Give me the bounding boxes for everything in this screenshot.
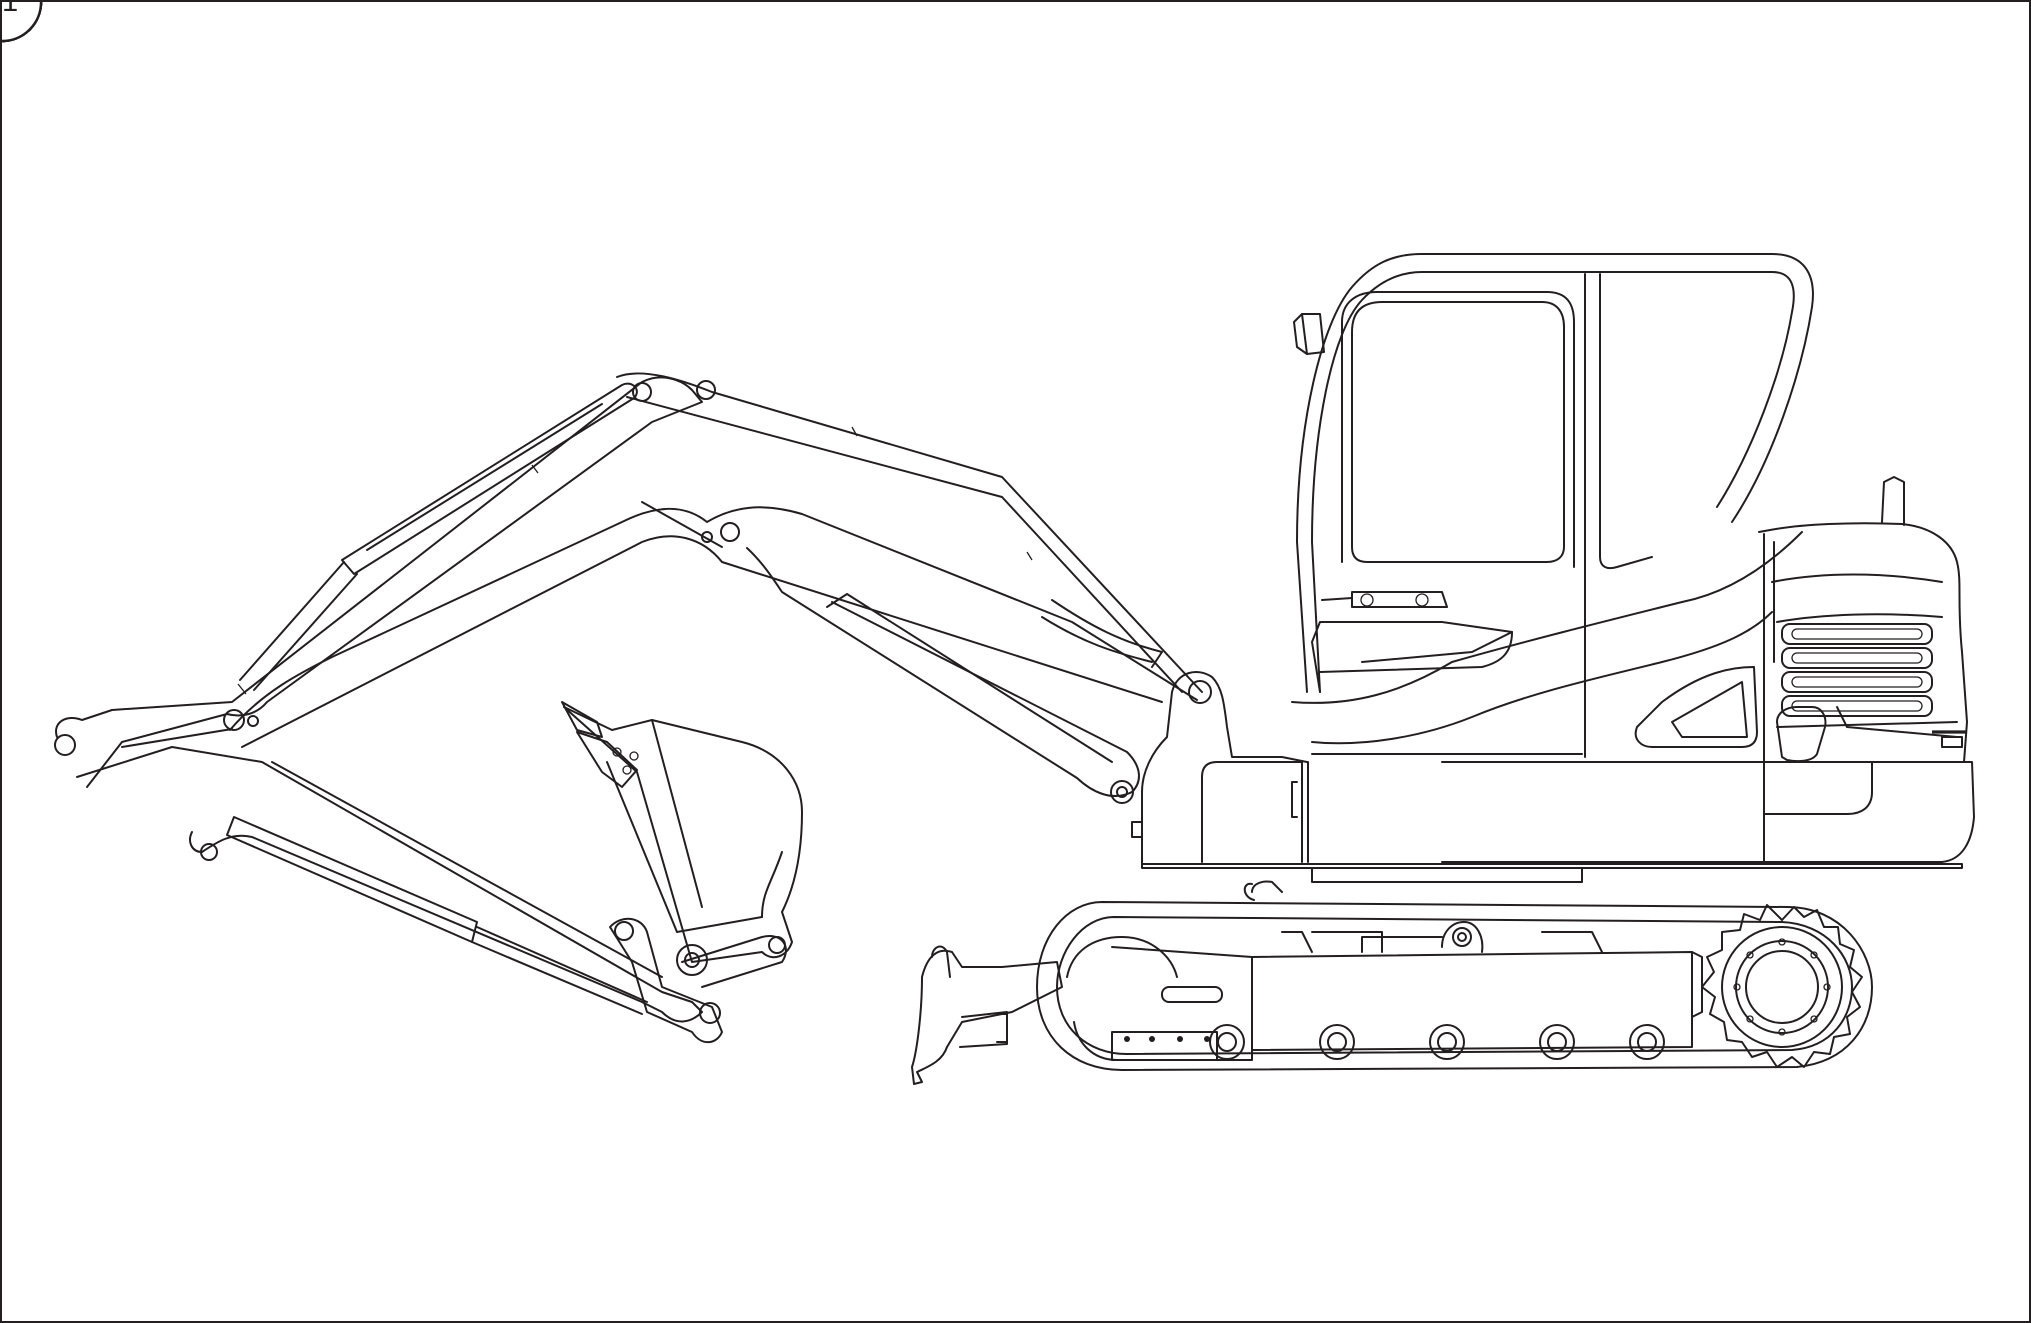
drive-sprocket	[1701, 904, 1863, 1068]
track-assembly	[1036, 880, 1873, 1071]
engine-grille	[1781, 623, 1933, 717]
bucket	[561, 701, 803, 963]
bucket-linkage	[609, 917, 787, 1044]
bucket-cylinder	[226, 816, 648, 1015]
upper-frame	[1131, 671, 1963, 883]
callout-31: 31	[2, 2, 43, 43]
cab	[1291, 253, 1814, 758]
track-rollers	[1209, 1024, 1665, 1060]
callout-31-label: 31	[2, 2, 18, 18]
callouts: 13 14 15 16 17 18 19	[2, 2, 43, 43]
arm	[54, 376, 703, 1023]
boom-cylinder	[746, 547, 1140, 804]
engine-hood	[1441, 476, 1975, 863]
dozer-blade	[911, 945, 1063, 1085]
arm-cylinder	[239, 382, 652, 691]
